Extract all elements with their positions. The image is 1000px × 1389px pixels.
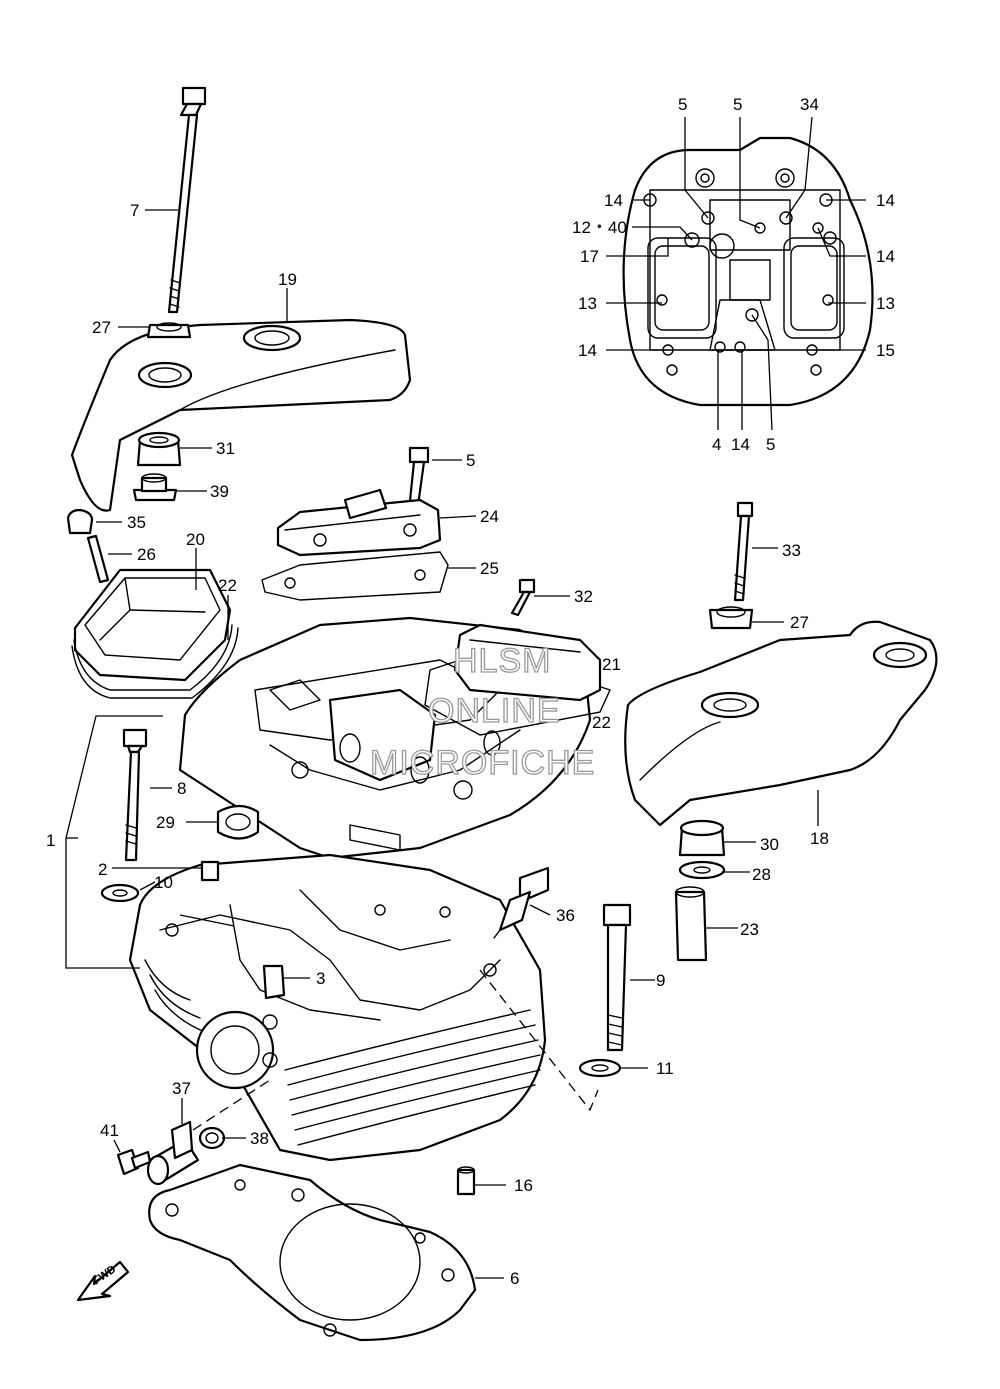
- callout-11: 11: [656, 1059, 674, 1078]
- callout-21: 21: [602, 655, 621, 674]
- callout-10: 10: [154, 873, 173, 892]
- upper-left-parts: [70, 86, 412, 512]
- inset-callout-5b: 5: [733, 95, 742, 114]
- inset-callout-14b: 14: [876, 191, 895, 210]
- watermark: HLSM ONLINE MICROFICHE: [369, 641, 595, 782]
- callout-25: 25: [480, 559, 499, 578]
- inset-callout-12-40: 12・40: [572, 218, 627, 237]
- inset-callout-4: 4: [712, 435, 721, 454]
- inset-callout-14d: 14: [578, 341, 597, 360]
- callout-7: 7: [130, 201, 139, 220]
- callout-30: 30: [760, 835, 779, 854]
- inset-callout-14c: 14: [876, 247, 895, 266]
- watermark-line-1: HLSM: [453, 642, 551, 680]
- inset-callout-17: 17: [580, 247, 599, 266]
- center-breather-parts: [261, 446, 570, 617]
- lower-parts: [113, 1079, 506, 1342]
- callout-2: 2: [98, 860, 107, 879]
- callout-16: 16: [514, 1176, 533, 1195]
- inset-callout-5a: 5: [678, 95, 687, 114]
- right-cover-parts: [624, 501, 938, 962]
- callout-39: 39: [210, 482, 229, 501]
- callout-23: 23: [740, 920, 759, 939]
- callout-33: 33: [782, 541, 801, 560]
- callout-1: 1: [46, 831, 55, 850]
- right-bolt-parts: [479, 903, 655, 1112]
- callout-32: 32: [574, 587, 593, 606]
- callout-41: 41: [100, 1121, 119, 1140]
- head-small-parts: [100, 728, 551, 1000]
- inset-callout-5c: 5: [766, 435, 775, 454]
- inset-callout-13b: 13: [876, 294, 895, 313]
- watermark-line-2: ONLINE: [428, 692, 561, 730]
- callout-6: 6: [510, 1269, 519, 1288]
- callout-5: 5: [466, 451, 475, 470]
- callout-24: 24: [480, 507, 499, 526]
- callout-20: 20: [186, 530, 205, 549]
- callout-22: 22: [218, 576, 237, 595]
- callout-37: 37: [172, 1079, 191, 1098]
- callout-36: 36: [556, 906, 575, 925]
- callout-3: 3: [316, 969, 325, 988]
- callout-35: 35: [127, 513, 146, 532]
- forward-direction-badge: FWD: [76, 1260, 130, 1302]
- inset-callout-14e: 14: [731, 435, 750, 454]
- callout-27b: 27: [790, 613, 809, 632]
- callout-29: 29: [156, 813, 175, 832]
- callout-18: 18: [810, 829, 829, 848]
- inset-callout-14a: 14: [604, 191, 623, 210]
- cylinder-head-assembly: [128, 616, 611, 1162]
- callout-31: 31: [216, 439, 235, 458]
- inset-callout-13a: 13: [578, 294, 597, 313]
- callout-8: 8: [177, 779, 186, 798]
- head-bracket-lines: [65, 715, 163, 969]
- inset-head-top-view: [606, 116, 874, 431]
- callout-9: 9: [656, 971, 665, 990]
- inset-callout-34: 34: [800, 95, 819, 114]
- left-cover-parts: [66, 508, 239, 699]
- callouts: 7 19 27 31 39 35 26 20 22 5 24 25 32 21 …: [46, 95, 895, 1288]
- callout-26: 26: [137, 545, 156, 564]
- callout-19: 19: [278, 270, 297, 289]
- callout-28: 28: [752, 865, 771, 884]
- callout-22b: 22: [592, 713, 611, 732]
- callout-38: 38: [250, 1129, 269, 1148]
- watermark-line-3: MICROFICHE: [370, 744, 595, 782]
- callout-27: 27: [92, 318, 111, 337]
- inset-callout-15: 15: [876, 341, 895, 360]
